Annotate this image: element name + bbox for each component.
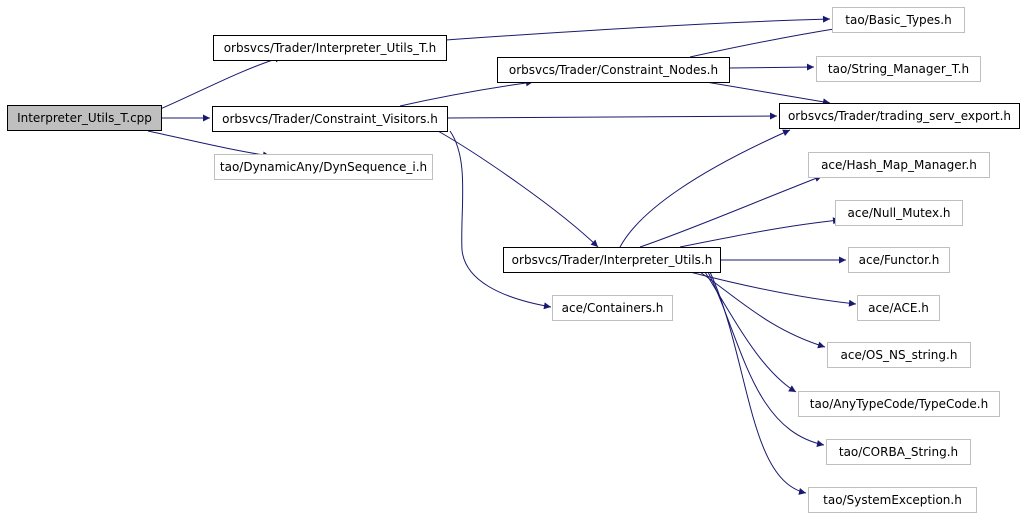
node-constraint-visitors-h[interactable]: orbsvcs/Trader/Constraint_Visitors.h bbox=[212, 106, 448, 132]
node-label: ace/OS_NS_string.h bbox=[841, 348, 958, 362]
node-label: tao/Basic_Types.h bbox=[845, 13, 951, 27]
edge-iu_h-to-typecode bbox=[704, 271, 797, 393]
node-constraint-nodes-h[interactable]: orbsvcs/Trader/Constraint_Nodes.h bbox=[497, 57, 730, 83]
node-label: tao/String_Manager_T.h bbox=[828, 62, 969, 76]
node-null-mutex-h[interactable]: ace/Null_Mutex.h bbox=[835, 200, 963, 226]
node-label: orbsvcs/Trader/trading_serv_export.h bbox=[788, 109, 1011, 123]
node-containers-h[interactable]: ace/Containers.h bbox=[552, 295, 673, 321]
node-systemexception-h[interactable]: tao/SystemException.h bbox=[808, 487, 977, 513]
edge-iu_h-to-corbastr bbox=[707, 271, 825, 447]
node-label: orbsvcs/Trader/Constraint_Nodes.h bbox=[509, 63, 718, 77]
node-string-manager-t-h[interactable]: tao/String_Manager_T.h bbox=[816, 56, 981, 82]
edge-cv_h-to-tse bbox=[446, 112, 778, 120]
node-label: ace/Functor.h bbox=[859, 253, 940, 267]
node-label: tao/DynamicAny/DynSequence_i.h bbox=[220, 160, 427, 174]
node-typecode-h[interactable]: tao/AnyTypeCode/TypeCode.h bbox=[798, 391, 1000, 417]
edges bbox=[147, 15, 857, 495]
node-corba-string-h[interactable]: tao/CORBA_String.h bbox=[826, 439, 971, 465]
edge-iu_h-to-sysexc bbox=[709, 271, 807, 495]
node-label: ace/Hash_Map_Manager.h bbox=[821, 158, 977, 172]
edge-iu_h-to-osns bbox=[699, 271, 826, 349]
node-basic-types-h[interactable]: tao/Basic_Types.h bbox=[832, 7, 965, 33]
node-root[interactable]: Interpreter_Utils_T.cpp bbox=[7, 105, 162, 131]
node-interpreter-utils-t-h[interactable]: orbsvcs/Trader/Interpreter_Utils_T.h bbox=[213, 35, 447, 61]
node-label: orbsvcs/Trader/Interpreter_Utils.h bbox=[512, 253, 713, 267]
node-os-ns-string-h[interactable]: ace/OS_NS_string.h bbox=[827, 342, 971, 368]
node-interpreter-utils-h[interactable]: orbsvcs/Trader/Interpreter_Utils.h bbox=[503, 247, 721, 273]
node-ace-h[interactable]: ace/ACE.h bbox=[857, 295, 940, 321]
edge-root-to-iut_h bbox=[157, 55, 283, 111]
edge-cv_h-to-containers bbox=[449, 130, 552, 310]
edge-cv_h-to-cn_h bbox=[399, 79, 534, 107]
node-label: tao/SystemException.h bbox=[823, 493, 962, 507]
node-label: orbsvcs/Trader/Constraint_Visitors.h bbox=[222, 112, 438, 126]
node-hash-map-manager-h[interactable]: ace/Hash_Map_Manager.h bbox=[808, 152, 990, 178]
node-label: tao/AnyTypeCode/TypeCode.h bbox=[810, 397, 988, 411]
edge-iu_h-to-hashmap bbox=[639, 175, 823, 248]
edge-root-to-dynseq bbox=[147, 130, 271, 159]
node-label: Interpreter_Utils_T.cpp bbox=[17, 111, 152, 125]
node-label: ace/ACE.h bbox=[868, 301, 929, 315]
edge-iu_h-to-nullmutex bbox=[679, 217, 841, 248]
node-dynsequence-i-h[interactable]: tao/DynamicAny/DynSequence_i.h bbox=[214, 154, 433, 180]
node-label: ace/Null_Mutex.h bbox=[848, 206, 951, 220]
node-functor-h[interactable]: ace/Functor.h bbox=[848, 247, 950, 273]
node-trading-serv-export-h[interactable]: orbsvcs/Trader/trading_serv_export.h bbox=[779, 103, 1020, 129]
edge-iu_h-to-tse bbox=[619, 129, 791, 248]
nodes: Interpreter_Utils_T.cpp orbsvcs/Trader/I… bbox=[7, 7, 1020, 513]
edge-iut_h-to-basic bbox=[445, 15, 831, 41]
edge-cn_h-to-basic bbox=[689, 25, 841, 58]
node-label: orbsvcs/Trader/Interpreter_Utils_T.h bbox=[224, 41, 437, 55]
edge-cn_h-to-tse bbox=[699, 80, 831, 106]
node-label: tao/CORBA_String.h bbox=[839, 445, 958, 459]
node-label: ace/Containers.h bbox=[562, 301, 664, 315]
edge-cn_h-to-strmgr bbox=[728, 63, 815, 71]
